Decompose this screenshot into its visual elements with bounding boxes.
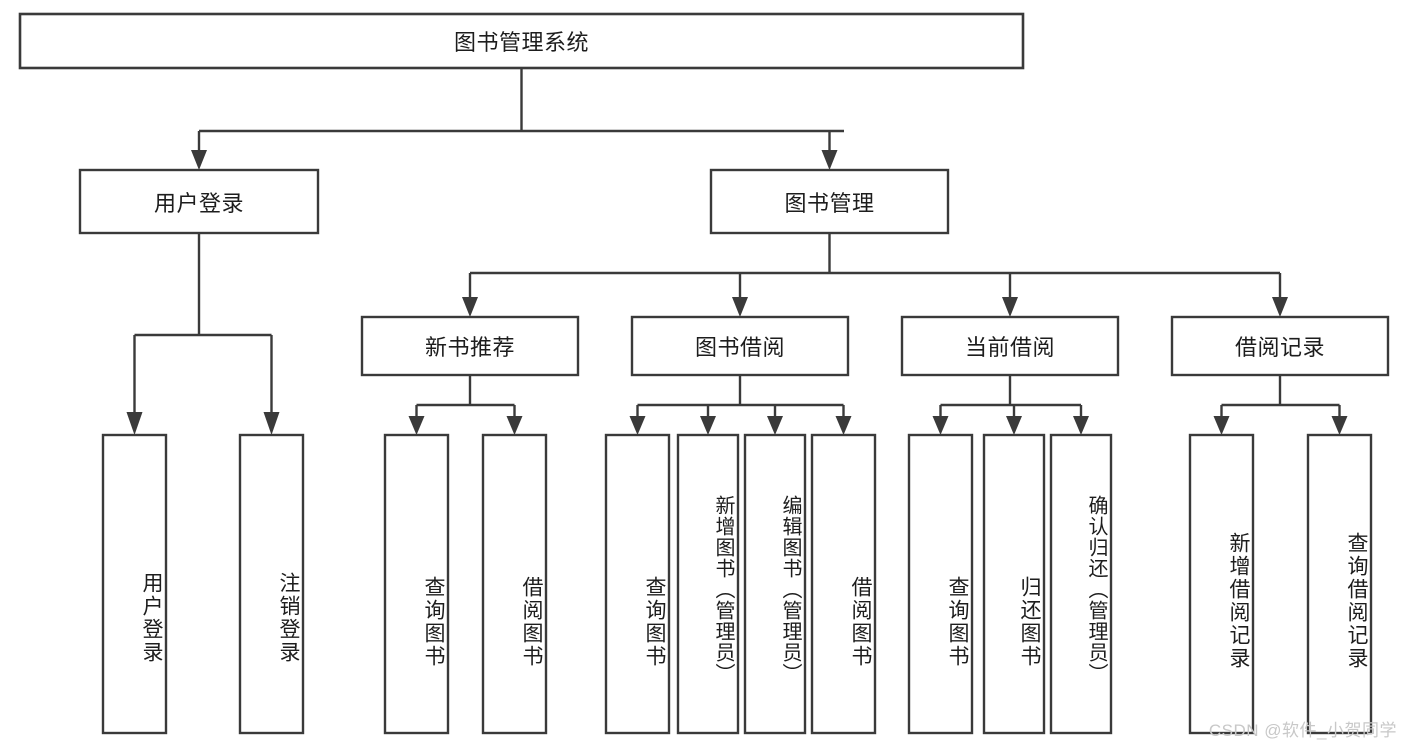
node-box-new-book-recommend[interactable]	[360, 315, 580, 377]
node-box-leaf-return-book[interactable]	[982, 433, 1046, 735]
node-box-leaf-add-book[interactable]	[676, 433, 740, 735]
arrow-head-leaf-query-book-2	[629, 416, 646, 435]
node-box-leaf-edit-book[interactable]	[743, 433, 807, 735]
node-box-book-borrow[interactable]	[630, 315, 850, 377]
node-box-leaf-confirm-return[interactable]	[1049, 433, 1113, 735]
arrow-head-leaf-query-record	[1331, 416, 1348, 435]
edges-current-borrow-to-leaves	[932, 375, 1089, 435]
edges-root-to-level1	[191, 68, 844, 170]
arrow-head-leaf-query-book-1	[408, 416, 425, 435]
node-box-leaf-query-record[interactable]	[1306, 433, 1373, 735]
arrow-head-user-login	[191, 150, 207, 170]
arrow-head-leaf-borrow-book-2	[835, 416, 852, 435]
arrow-head-leaf-query-book-3	[932, 416, 949, 435]
node-box-book-manage[interactable]	[709, 168, 950, 235]
node-box-leaf-add-record[interactable]	[1188, 433, 1255, 735]
arrow-head-leaf-add-record	[1213, 416, 1230, 435]
node-box-leaf-query-book-2[interactable]	[604, 433, 671, 735]
edges-borrow-record-to-leaves	[1213, 375, 1348, 435]
node-box-borrow-record[interactable]	[1170, 315, 1390, 377]
arrow-head-leaf-borrow-book-1	[506, 416, 523, 435]
node-box-leaf-borrow-book-1[interactable]	[481, 433, 548, 735]
arrow-head-leaf-user-login	[126, 412, 143, 435]
node-box-leaf-user-logout[interactable]	[238, 433, 305, 735]
watermark-text: CSDN @软件_小贺同学	[1208, 721, 1397, 740]
arrow-head-current-borrow	[1002, 297, 1018, 317]
arrow-head-book-manage	[821, 150, 838, 170]
node-boxes	[18, 12, 1390, 735]
arrow-head-borrow-record	[1272, 297, 1288, 317]
node-box-leaf-borrow-book-2[interactable]	[810, 433, 877, 735]
edges-book-borrow-to-leaves	[629, 375, 852, 435]
edges-user-login-to-leaves	[126, 233, 280, 435]
node-box-root[interactable]	[18, 12, 1025, 70]
node-box-current-borrow[interactable]	[900, 315, 1120, 377]
arrow-head-leaf-user-logout	[263, 412, 280, 435]
node-box-leaf-user-login[interactable]	[101, 433, 168, 735]
node-box-leaf-query-book-3[interactable]	[907, 433, 974, 735]
arrow-head-book-borrow	[732, 297, 748, 317]
arrow-head-leaf-edit-book	[767, 416, 783, 435]
arrow-head-leaf-add-book	[700, 416, 716, 435]
node-box-leaf-query-book-1[interactable]	[383, 433, 450, 735]
edges-new-book-recommend-to-leaves	[408, 375, 523, 435]
arrow-head-new-book-recommend	[462, 297, 478, 317]
edges-book-manage-to-level2	[462, 233, 1288, 317]
arrow-head-leaf-return-book	[1006, 416, 1022, 435]
arrow-head-leaf-confirm-return	[1073, 416, 1089, 435]
node-box-user-login[interactable]	[78, 168, 320, 235]
